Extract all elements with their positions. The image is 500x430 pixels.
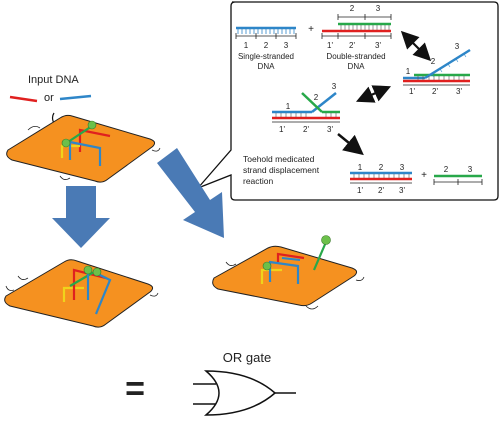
- domain-label: 1: [286, 102, 291, 111]
- domain-label: 2: [350, 4, 355, 13]
- input-dna-label: Input DNA: [28, 74, 79, 86]
- svg-text:reaction: reaction: [243, 176, 274, 186]
- or-gate-icon: [193, 370, 296, 416]
- double-arrow-icon: [400, 30, 432, 62]
- svg-text:strand displacement: strand displacement: [243, 165, 320, 175]
- plus-sign: +: [421, 170, 427, 181]
- domain-label: 2': [303, 125, 309, 134]
- domain-label: 1': [279, 125, 285, 134]
- input-strand-blue: [59, 94, 92, 101]
- double-stranded-label: DNA: [348, 62, 366, 71]
- toehold-caption: Toehold medicated strand displacement re…: [243, 154, 320, 186]
- domain-label: 2: [264, 41, 269, 50]
- or-gate-label: OR gate: [223, 350, 271, 365]
- single-stranded-label: DNA: [258, 62, 276, 71]
- domain-label: 2: [314, 93, 319, 102]
- domain-label: 2: [431, 57, 436, 66]
- domain-label: 3: [455, 42, 460, 51]
- input-strand-red: [9, 95, 38, 103]
- single-stranded-label: Single-stranded: [238, 52, 294, 61]
- domain-label: 3': [375, 41, 381, 50]
- domain-label: 2: [379, 163, 384, 172]
- down-arrow-icon: [52, 186, 110, 248]
- diagonal-arrow-icon: [157, 148, 224, 238]
- reaction-arrow-icon: [337, 133, 364, 156]
- product-duplex: 1 2 3 1' 2' 3': [350, 163, 412, 195]
- released-strand: 2 3: [433, 165, 483, 185]
- svg-text:Toehold medicated: Toehold medicated: [243, 154, 315, 164]
- domain-label: 3: [400, 163, 405, 172]
- domain-label: 1': [327, 41, 333, 50]
- plus-sign: +: [308, 24, 314, 35]
- domain-label: 3': [399, 186, 405, 195]
- domain-label: 1: [244, 41, 249, 50]
- domain-label: 3: [332, 82, 337, 91]
- toehold-binding-state: 1 2 3 1' 2' 3': [403, 42, 471, 96]
- domain-label: 2': [378, 186, 384, 195]
- dna-chip-initial: [6, 114, 161, 183]
- domain-label: 1: [406, 67, 411, 76]
- domain-label: 3': [327, 125, 333, 134]
- equals-sign: =: [125, 370, 145, 408]
- domain-label: 2: [444, 165, 449, 174]
- domain-label: 1': [409, 87, 415, 96]
- double-stranded-dna: 2 3 1' 2' 3' Double-stranded DNA: [321, 4, 392, 71]
- branch-migration-state: 1 2 3 1' 2' 3': [272, 82, 340, 134]
- dna-chip-output-left: [4, 259, 159, 328]
- domain-label: 2': [432, 87, 438, 96]
- single-stranded-dna: 1 2 3 Single-stranded DNA: [235, 26, 297, 71]
- dna-chip-output-right: [212, 235, 365, 310]
- domain-label: 3': [456, 87, 462, 96]
- double-arrow-icon: [355, 85, 392, 103]
- domain-label: 1: [358, 163, 363, 172]
- double-stranded-label: Double-stranded: [326, 52, 385, 61]
- or-label: or: [44, 92, 54, 104]
- domain-label: 3: [284, 41, 289, 50]
- domain-label: 2': [349, 41, 355, 50]
- domain-label: 3: [468, 165, 473, 174]
- domain-label: 3: [376, 4, 381, 13]
- domain-label: 1': [357, 186, 363, 195]
